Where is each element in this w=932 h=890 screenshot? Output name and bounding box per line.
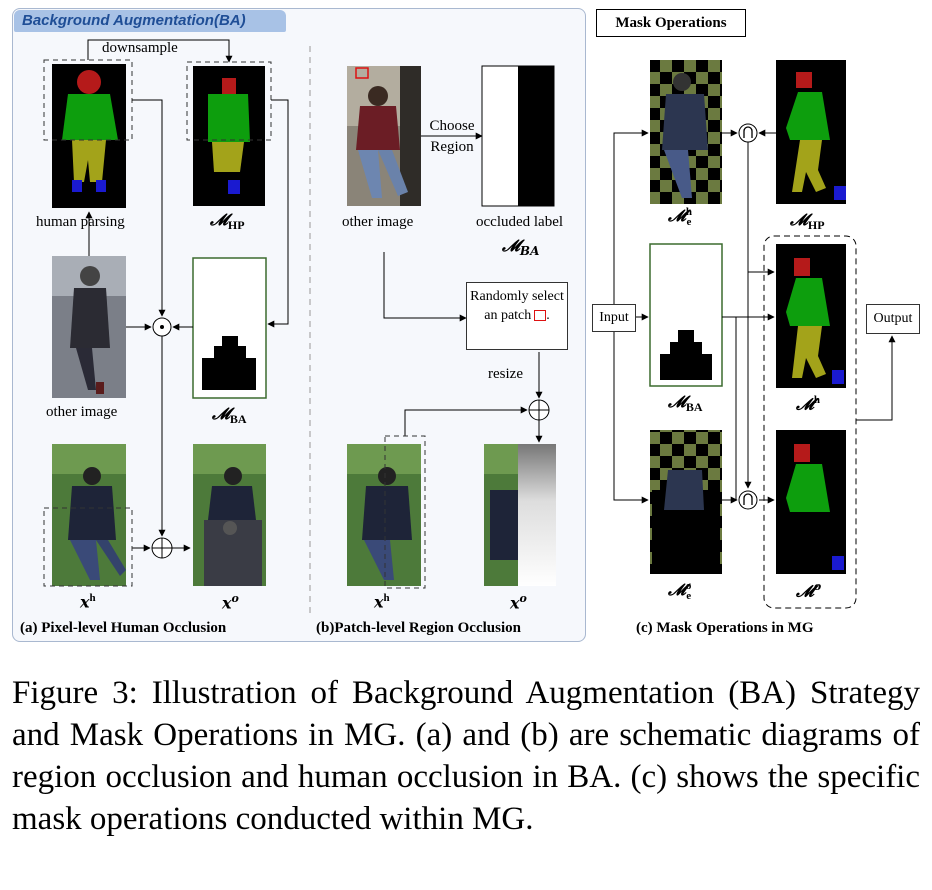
caption-a: (a) Pixel-level Human Occlusion	[20, 620, 227, 636]
me-o-image	[650, 430, 722, 574]
xh-label-a: xh	[80, 592, 96, 612]
xo-label-b: xo	[510, 592, 527, 613]
input-box: Input	[592, 304, 636, 332]
xo-label-a: xo	[222, 592, 239, 613]
m-hp-label-c: 𝓜HP	[790, 210, 825, 233]
xh-image-a	[52, 444, 126, 586]
random-patch-text: Randomly select an patch	[470, 289, 564, 323]
choose-region-label: Choose Region	[429, 118, 475, 155]
other-image-label-a: other image	[46, 404, 118, 420]
xo-image-b	[484, 444, 556, 586]
m-o-image	[776, 430, 846, 574]
m-hp-image-a	[193, 66, 265, 206]
other-image-label-b: other image	[342, 214, 414, 230]
patch-square-icon	[534, 310, 547, 322]
m-ba-image-a	[192, 257, 267, 399]
xh-label-b: xh	[374, 592, 390, 612]
me-h-image	[650, 60, 722, 204]
caption-c: (c) Mask Operations in MG	[636, 620, 814, 636]
m-h-image	[776, 244, 846, 388]
random-patch-box: Randomly select an patch.	[466, 282, 568, 350]
m-ba-label-c: 𝓜BA	[668, 392, 703, 415]
human-parsing-label: human parsing	[36, 214, 125, 230]
m-hp-image-c	[776, 60, 846, 204]
caption-b: (b)Patch-level Region Occlusion	[316, 620, 521, 636]
m-ba-label-b: 𝓜BA	[502, 236, 540, 259]
resize-label: resize	[488, 366, 523, 382]
m-hp-label-a: 𝓜HP	[210, 210, 245, 233]
m-ba-image-c	[649, 243, 723, 387]
xo-image-a	[193, 444, 266, 586]
output-box: Output	[866, 304, 920, 334]
m-h-label: 𝓜h	[796, 394, 821, 414]
m-ba-label-a: 𝓜BA	[212, 404, 247, 427]
occluded-label-text: occluded label	[476, 214, 564, 230]
downsample-label: downsample	[102, 40, 178, 56]
human-parsing-image	[52, 64, 126, 208]
m-o-label: 𝓜o	[796, 580, 822, 601]
xh-image-b	[347, 444, 421, 586]
other-image-b	[347, 66, 421, 206]
ba-title: Background Augmentation(BA)	[14, 10, 286, 32]
diagram-graphics	[43, 39, 896, 614]
mask-operations-title: Mask Operations	[596, 9, 746, 37]
occluded-label-image	[481, 65, 555, 207]
other-image-a	[52, 256, 126, 398]
figure-caption: Figure 3: Illustration of Background Aug…	[12, 675, 920, 837]
